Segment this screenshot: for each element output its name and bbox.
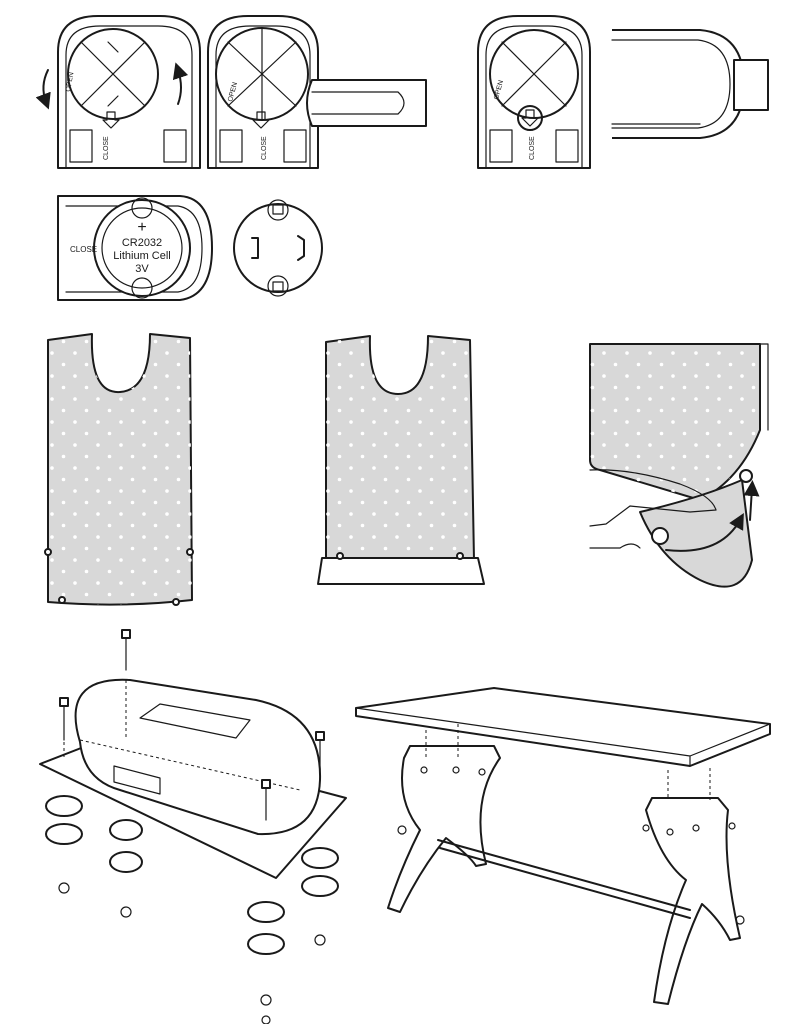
open-label: OPEN (65, 72, 75, 93)
bib-snap-detail (589, 343, 769, 588)
arrow-down-icon (102, 111, 120, 129)
table-leg-right (645, 797, 741, 1005)
arrow-down-icon (252, 111, 270, 129)
open-label: OPEN (493, 80, 505, 101)
close-label: CLOSE (103, 136, 110, 160)
table-leg-left (387, 745, 501, 913)
close-label: CLOSE (70, 245, 97, 254)
rotate-cw-arrow-icon (172, 62, 189, 105)
base-unit-assembly (39, 629, 347, 1024)
bib-with-pocket (317, 335, 485, 585)
up-arrow-icon (743, 480, 760, 521)
battery-voltage: 3V (135, 263, 149, 275)
battery-cover-rotate-step: OPEN CLOSE (35, 15, 201, 169)
caster-wheels-left (45, 795, 143, 918)
fold-arrow-icon (665, 513, 744, 552)
open-label: OPEN (227, 82, 239, 103)
close-label: CLOSE (261, 136, 268, 160)
close-label: CLOSE (529, 136, 536, 160)
opener-tool (306, 79, 427, 127)
caster-wheels-right (247, 847, 339, 1024)
battery-cover-key-step: OPEN CLOSE (207, 15, 427, 169)
arrow-down-icon (521, 109, 539, 127)
battery-plus-sign: + (137, 219, 146, 236)
battery-model: CR2032 (122, 237, 162, 249)
battery-compartment: + CR2032 Lithium Cell 3V CLOSE (57, 195, 213, 301)
hand-icon (589, 469, 717, 527)
battery-cover-open-step: OPEN CLOSE (477, 15, 591, 169)
bib-flat (44, 333, 194, 606)
table-assembly (355, 687, 771, 1005)
battery-cover-inner (233, 199, 323, 297)
battery-type: Lithium Cell (113, 250, 170, 262)
device-side-view (611, 29, 769, 139)
rotate-ccw-arrow-icon (35, 69, 51, 110)
